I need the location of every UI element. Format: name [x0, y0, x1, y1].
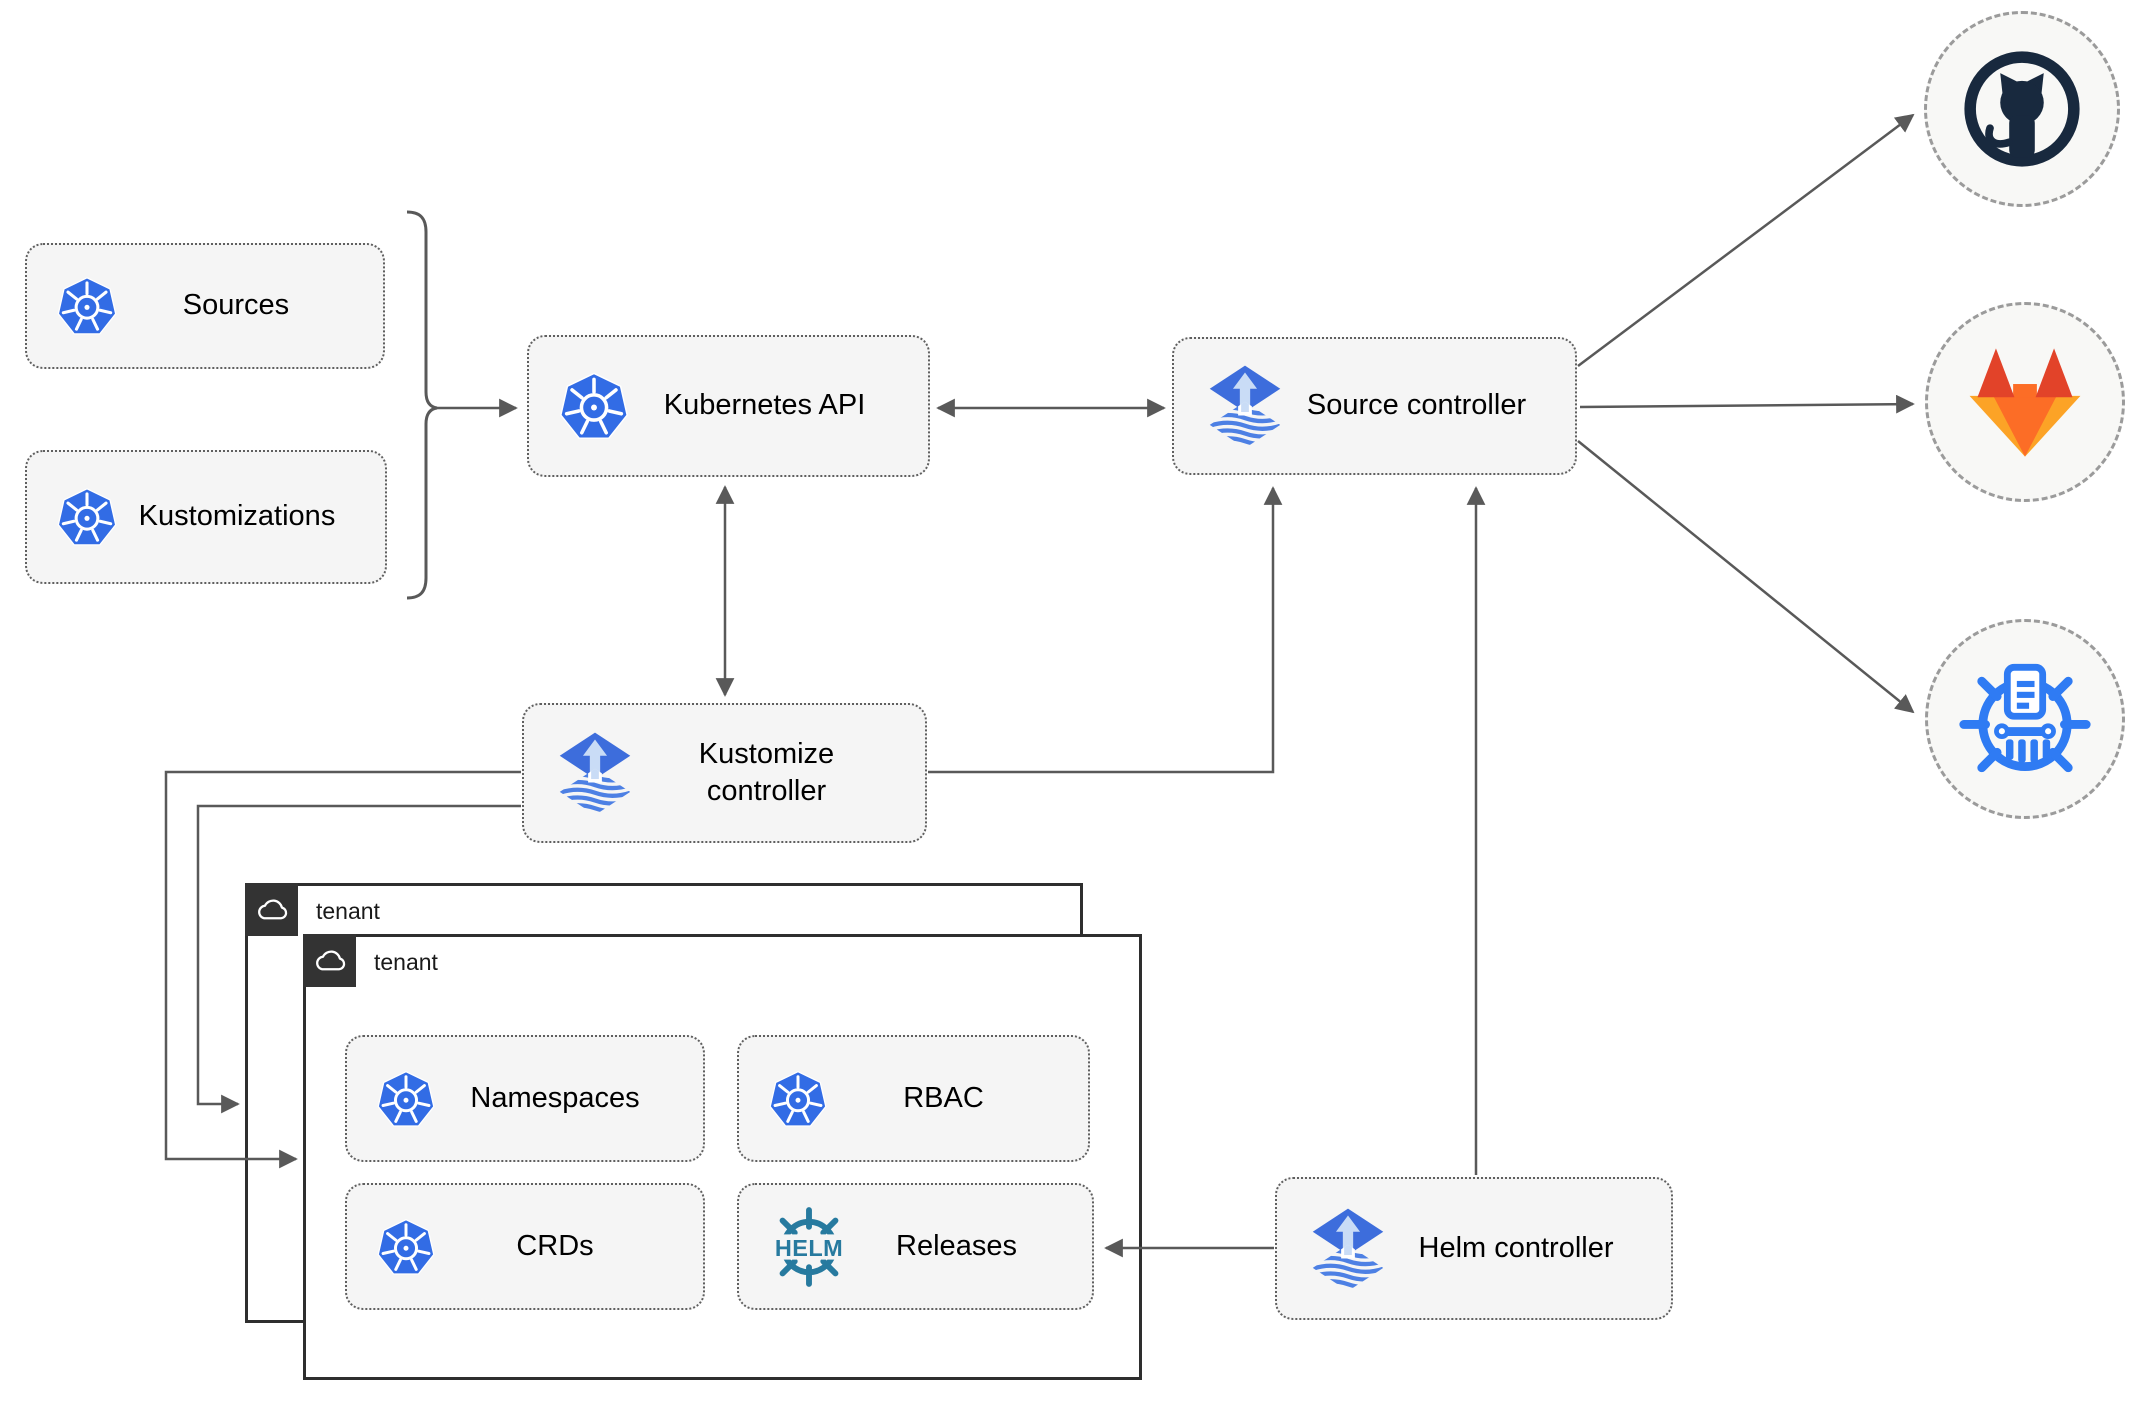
- tenant-badge: [303, 934, 356, 987]
- source-controller-box: Source controller: [1172, 337, 1577, 475]
- kustomizations-box: Kustomizations: [25, 450, 387, 584]
- releases-label: Releases: [896, 1229, 1017, 1262]
- kustomize-controller-box: Kustomize controller: [522, 703, 927, 843]
- rbac-box: RBAC: [737, 1035, 1090, 1162]
- kustomize-controller-label: Kustomize controller: [698, 737, 835, 807]
- kubernetes-icon: [55, 485, 119, 549]
- kustomizations-label: Kustomizations: [138, 500, 336, 533]
- kubernetes-icon: [767, 1068, 829, 1130]
- flux-icon: [1305, 1206, 1391, 1292]
- flux-icon: [552, 730, 638, 816]
- bracket-sources-kustomizations: [406, 210, 438, 600]
- github-endpoint: [1924, 11, 2120, 207]
- namespaces-label: Namespaces: [470, 1081, 640, 1114]
- sources-label: Sources: [182, 289, 290, 322]
- tenant-badge: [245, 883, 298, 936]
- kubernetes-icon: [557, 369, 631, 443]
- crds-box: CRDs: [345, 1183, 705, 1310]
- releases-box: HELM Releases: [737, 1183, 1094, 1310]
- cloud-icon: [254, 892, 290, 928]
- chartmuseum-icon: [1959, 663, 2091, 773]
- helm-controller-label: Helm controller: [1418, 1231, 1614, 1264]
- tenant-label: tenant: [374, 948, 438, 975]
- namespaces-box: Namespaces: [345, 1035, 705, 1162]
- chartmuseum-endpoint: [1925, 619, 2125, 819]
- rbac-label: RBAC: [903, 1081, 984, 1114]
- helm-logo-text: HELM: [775, 1235, 843, 1261]
- kubernetes-api-box: Kubernetes API: [527, 335, 930, 477]
- cloud-icon: [312, 943, 348, 979]
- flux-icon: [1202, 363, 1288, 449]
- arrow-source-to-github: [1577, 113, 1915, 368]
- helm-icon: HELM: [773, 1206, 845, 1287]
- source-controller-label: Source controller: [1306, 389, 1527, 422]
- sources-box: Sources: [25, 243, 385, 369]
- gitlab-icon: [1969, 347, 2081, 457]
- kubernetes-icon: [55, 274, 119, 338]
- kubernetes-icon: [375, 1068, 437, 1130]
- arrow-source-to-chartmuseum: [1577, 440, 1915, 714]
- github-icon: [1964, 51, 2080, 167]
- arrow-source-to-gitlab: [1579, 394, 1915, 414]
- kubernetes-api-label: Kubernetes API: [663, 389, 866, 422]
- gitlab-endpoint: [1925, 302, 2125, 502]
- crds-label: CRDs: [516, 1229, 594, 1262]
- arrow-kustomize-to-source-controller: [928, 486, 1283, 774]
- kubernetes-icon: [375, 1216, 437, 1278]
- tenant-label: tenant: [316, 897, 380, 924]
- helm-controller-box: Helm controller: [1275, 1177, 1673, 1320]
